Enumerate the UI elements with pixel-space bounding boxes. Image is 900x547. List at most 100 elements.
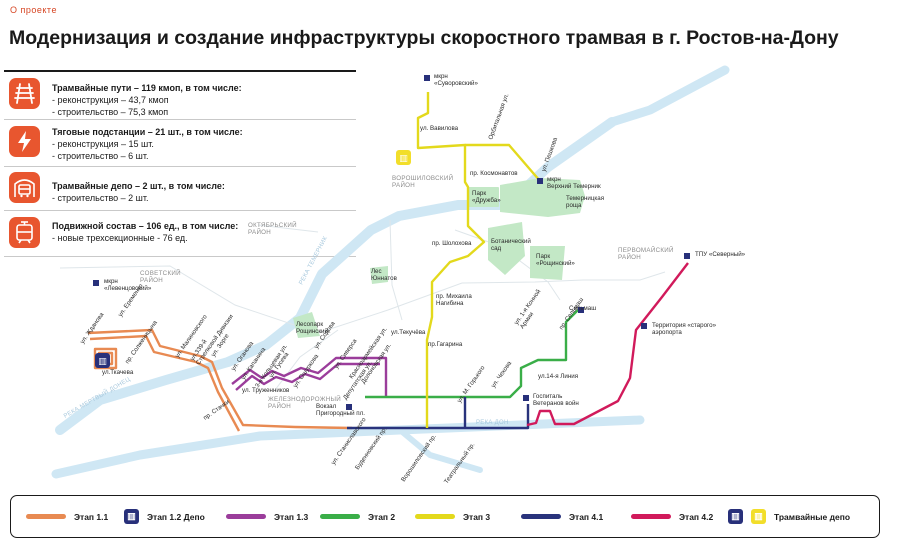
summary-item-line: - реконструкция – 43,7 кмоп [52,95,169,105]
legend-item: Этап 2 [320,496,395,537]
route-line [465,143,541,182]
street-label: ул. Чехова [490,360,514,390]
route-stage-4-1 [347,397,530,430]
route-line [365,309,579,399]
summary-item-line: - строительство – 6 шт. [52,151,149,161]
park-yunnatov [370,266,388,284]
poi-label: мкрн«Левенцовский» [104,278,152,292]
lightning-icon [9,126,40,157]
street-label: пр. Космонавтов [470,170,518,177]
summary-item: Трамвайные пути – 119 кмоп, в том числе:… [52,82,242,118]
summary-item-title: Трамвайные депо – 2 шт., в том числе: [52,181,225,191]
divider [4,166,356,167]
summary-item-title: Подвижной состав – 106 ед., в том числе: [52,221,239,231]
summary-item-line: - реконструкция – 15 шт. [52,139,154,149]
tram-depot-icon: ▥ [751,509,766,524]
legend-label: Этап 3 [463,511,491,522]
river-label: РЕКА ДОН [476,420,509,426]
legend: Этап 1.1 ▥ Этап 1.2 Депо Этап 1.3 Этап 2… [10,495,880,538]
route-line [526,262,689,427]
legend-item: Этап 4.2 [631,496,713,537]
legend-swatch [631,514,671,519]
summary-item: Тяговые подстанции – 21 шт., в том числе… [52,126,243,162]
divider [4,70,356,72]
station-marker [684,253,690,259]
station-markers [93,75,690,410]
street-label: пр. Шолохова [432,240,472,247]
svg-text:▥: ▥ [399,154,408,164]
legend-item: Этап 1.3 [226,496,308,537]
tram-icon [9,217,40,248]
route-stage-2 [365,309,579,399]
station-marker [578,307,584,313]
summary-panel: Трамвайные пути – 119 кмоп, в том числе:… [4,70,356,257]
legend-label: Этап 1.2 Депо [147,511,205,522]
street-label: ул.Ткачева [102,369,134,376]
street-label: пр. Солженицына [124,319,159,365]
legend-swatch [521,514,561,519]
river-temernik-upper [607,65,730,127]
park-botanical-garden [488,222,525,275]
breadcrumb[interactable]: О проекте [10,5,57,15]
legend-item: Этап 1.1 [26,496,108,537]
river-don [51,415,645,479]
summary-item-title: Трамвайные пути – 119 кмоп, в том числе: [52,83,242,93]
legend-swatch [226,514,266,519]
street-label: пр. Сельмаш [558,296,585,331]
poi-label: Сельмаш [569,305,596,312]
park-label: Парк«Рощинский» [536,253,575,267]
legend-label: Трамвайные депо [774,511,851,522]
legend-label: Этап 1.1 [74,511,109,522]
route-line [235,362,380,391]
route-line [416,92,486,428]
street-label: ул. Вавилова [420,125,459,132]
summary-item-line: - строительство – 75,3 кмоп [52,107,169,117]
tram-depot-marker: ▥ [396,150,411,165]
tram-depot-icon [9,172,40,203]
river-don-branch [397,427,483,473]
summary-item-line: - новые трехсекционные - 76 ед. [52,233,188,243]
divider [4,210,356,211]
park-roshchinsky [530,246,565,280]
route-stage-3 [416,92,541,428]
station-marker [641,323,647,329]
summary-item-line: - строительство – 2 шт. [52,193,149,203]
station-marker [346,404,352,410]
route-line [347,404,530,430]
divider [4,256,356,257]
tram-depot-icon: ▥ [124,509,139,524]
route-stage-4-2 [526,262,689,427]
summary-item: Трамвайные депо – 2 шт., в том числе: - … [52,180,225,204]
legend-swatch [415,514,455,519]
street-label: ул.14-я Линия [538,373,578,380]
page-title: Модернизация и создание инфраструктуры с… [9,27,839,49]
park-temernitskaya-roshcha [500,178,585,217]
legend-item: Этап 3 [415,496,490,537]
street-label: ул. 1-я КоннойАрмии [513,288,549,330]
legend-item: Этап 4.1 [521,496,603,537]
legend-item: ▥ Этап 1.2 Депо [124,496,205,537]
station-marker [93,280,99,286]
legend-label: Этап 4.1 [569,511,604,522]
parks [293,178,585,338]
legend-item: ▥ ▥ Трамвайные депо [728,496,850,537]
park-label: Парк«Дружба» [472,190,501,204]
street-label: ул. Труженников [242,387,290,394]
tram-depot-icon: ▥ [728,509,743,524]
legend-label: Этап 4.2 [679,511,714,522]
route-stage-1-3 [231,356,388,396]
summary-item-title: Тяговые подстанции – 21 шт., в том числе… [52,127,243,137]
station-marker [523,395,529,401]
summary-item: Подвижной состав – 106 ед., в том числе:… [52,220,238,244]
station-marker [537,178,543,184]
station-marker [424,75,430,81]
